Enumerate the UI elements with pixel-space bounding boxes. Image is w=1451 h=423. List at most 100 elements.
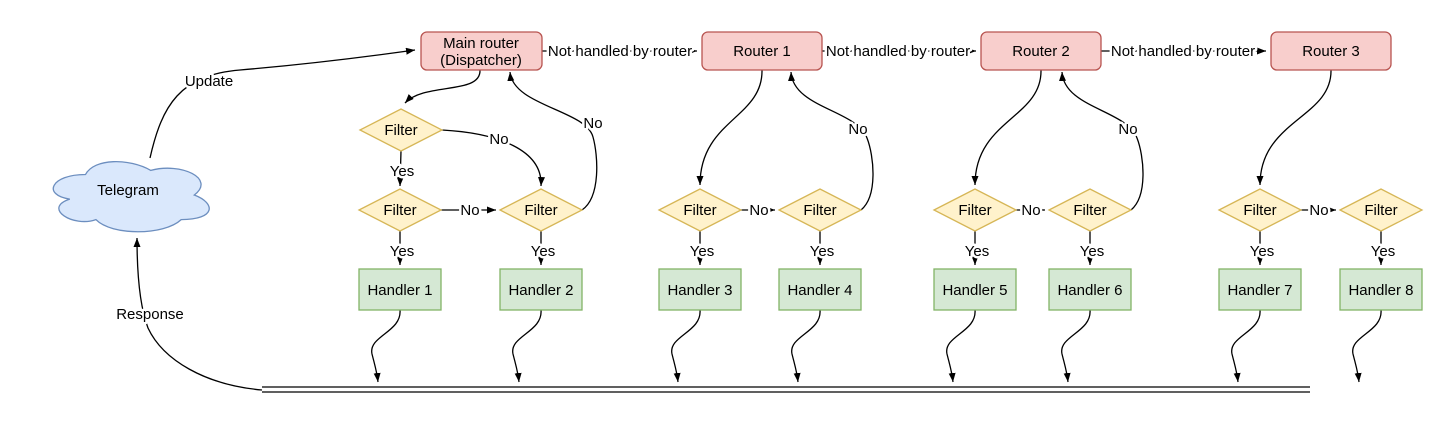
- handler7-label: Handler 7: [1227, 282, 1292, 299]
- node-filter-router1-1: Filter: [657, 188, 743, 232]
- edge-dispatcher-to-filter: [404, 69, 481, 104]
- node-filter-dispatcher-1: Filter: [357, 188, 443, 232]
- cloud-icon: [52, 160, 210, 233]
- router3-box: [1270, 31, 1392, 71]
- edge-handler6-out: [1061, 309, 1091, 383]
- node-handler-5: Handler 5: [933, 268, 1017, 311]
- handler3-box: [658, 268, 742, 311]
- response-label: Response: [116, 306, 184, 323]
- router2-label: Router 2: [1012, 43, 1070, 60]
- yes-label-3: Yes: [690, 243, 714, 260]
- router1-label: Router 1: [733, 43, 791, 60]
- filter-diamond: [1217, 188, 1303, 232]
- node-handler-1: Handler 1: [358, 268, 442, 311]
- edge-router1-to-filter: [696, 69, 763, 186]
- no-label-top-filter: No: [489, 131, 508, 148]
- yes-label-5: Yes: [965, 243, 989, 260]
- edge-router2-to-filter: [971, 69, 1042, 186]
- edge-handler1-out: [371, 309, 401, 383]
- yes-label-1: Yes: [390, 243, 414, 260]
- node-filter-router1-2: Filter: [777, 188, 863, 232]
- filter-label: Filter: [683, 202, 716, 219]
- handler6-box: [1048, 268, 1132, 311]
- node-handler-8: Handler 8: [1339, 268, 1423, 311]
- node-filter-router2-1: Filter: [932, 188, 1018, 232]
- no-label-between-2: No: [749, 202, 768, 219]
- filter-diamond: [1338, 188, 1424, 232]
- handler1-label: Handler 1: [367, 282, 432, 299]
- filter-label: Filter: [524, 202, 557, 219]
- node-filter-dispatcher-2: Filter: [498, 188, 584, 232]
- yes-label-7: Yes: [1250, 243, 1274, 260]
- node-handler-7: Handler 7: [1218, 268, 1302, 311]
- handler6-label: Handler 6: [1057, 282, 1122, 299]
- router3-label: Router 3: [1302, 43, 1360, 60]
- filter-label: Filter: [803, 202, 836, 219]
- node-handler-2: Handler 2: [499, 268, 583, 311]
- not-handled-label-3: Not handled by router: [1111, 43, 1255, 60]
- handler8-box: [1339, 268, 1423, 311]
- edge-response: [133, 237, 263, 391]
- no-label-between-1: No: [460, 202, 479, 219]
- yes-label-2: Yes: [531, 243, 555, 260]
- edge-handler3-out: [671, 309, 701, 383]
- edge-handler8-out: [1352, 309, 1382, 383]
- handler4-box: [778, 268, 862, 311]
- edge-return-to-router2: [1059, 71, 1144, 211]
- node-filter-router2-2: Filter: [1047, 188, 1133, 232]
- filter-diamond: [777, 188, 863, 232]
- handler5-box: [933, 268, 1017, 311]
- node-filter-router3-1: Filter: [1217, 188, 1303, 232]
- node-router-2: Router 2: [980, 31, 1102, 71]
- node-filter-dispatcher-top: Filter: [358, 108, 444, 152]
- no-label-return-3: No: [1118, 121, 1137, 138]
- edge-handler5-out: [946, 309, 976, 383]
- node-main-router: Main router (Dispatcher): [420, 31, 543, 71]
- telegram-label: Telegram: [97, 182, 159, 199]
- yes-label-6: Yes: [1080, 243, 1104, 260]
- node-handler-6: Handler 6: [1048, 268, 1132, 311]
- handler3-label: Handler 3: [667, 282, 732, 299]
- edge-return-to-dispatcher: [507, 71, 598, 211]
- no-label-return-1: No: [583, 115, 602, 132]
- handler5-label: Handler 5: [942, 282, 1007, 299]
- node-handler-4: Handler 4: [778, 268, 862, 311]
- filter-diamond: [657, 188, 743, 232]
- filter-label: Filter: [384, 122, 417, 139]
- filter-label: Filter: [1364, 202, 1397, 219]
- node-telegram-cloud: Telegram: [52, 160, 210, 233]
- filter-label: Filter: [1073, 202, 1106, 219]
- no-label-between-3: No: [1021, 202, 1040, 219]
- filter-diamond: [358, 108, 444, 152]
- edge-filter-top-yes: [396, 150, 404, 187]
- main-router-label-line2: (Dispatcher): [440, 52, 522, 69]
- no-label-between-4: No: [1309, 202, 1328, 219]
- node-router-1: Router 1: [701, 31, 823, 71]
- edge-handler7-out: [1231, 309, 1261, 383]
- edge-handler4-out: [791, 309, 821, 383]
- node-handler-3: Handler 3: [658, 268, 742, 311]
- handler8-label: Handler 8: [1348, 282, 1413, 299]
- handler2-box: [499, 268, 583, 311]
- update-label: Update: [185, 73, 233, 90]
- filter-label: Filter: [958, 202, 991, 219]
- filter-diamond: [498, 188, 584, 232]
- yes-label-4: Yes: [810, 243, 834, 260]
- filter-diamond: [932, 188, 1018, 232]
- handler7-box: [1218, 268, 1302, 311]
- filter-label: Filter: [383, 202, 416, 219]
- not-handled-label-1: Not handled by router: [548, 43, 692, 60]
- yes-label-top: Yes: [390, 163, 414, 180]
- filter-diamond: [1047, 188, 1133, 232]
- filter-label: Filter: [1243, 202, 1276, 219]
- not-handled-label-2: Not handled by router: [826, 43, 970, 60]
- edge-return-to-router1: [788, 71, 874, 211]
- handler2-label: Handler 2: [508, 282, 573, 299]
- node-filter-router3-2: Filter: [1338, 188, 1424, 232]
- main-router-label-line1: Main router: [443, 35, 519, 52]
- edge-update: [149, 47, 416, 159]
- handler1-box: [358, 268, 442, 311]
- edge-router3-to-filter: [1256, 69, 1332, 186]
